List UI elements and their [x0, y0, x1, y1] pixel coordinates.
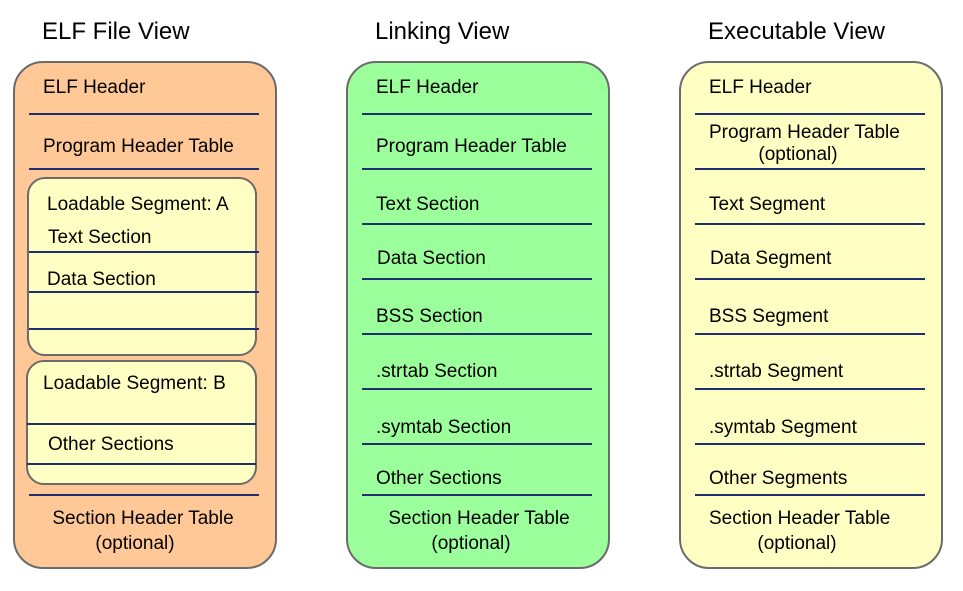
- exec-item: .strtab Segment: [709, 361, 844, 382]
- linking-item: .strtab Section: [376, 361, 498, 382]
- linking-item: Text Section: [376, 194, 480, 215]
- divider: [695, 278, 925, 280]
- section-header-table-label: Section Header Table: [52, 508, 234, 529]
- elf-header-label: ELF Header: [43, 77, 146, 98]
- linking-view-panel: [346, 61, 610, 569]
- divider: [27, 463, 256, 465]
- exec-section-header-table-label: Section Header Table: [709, 508, 891, 529]
- executable-view-title: Executable View: [708, 18, 885, 45]
- loadable-segment-a: [27, 177, 257, 356]
- divider: [362, 333, 592, 335]
- divider: [29, 494, 259, 496]
- exec-item: Data Segment: [710, 248, 832, 269]
- divider: [695, 168, 925, 170]
- divider: [29, 168, 259, 170]
- linking-item: .symtab Section: [376, 417, 512, 438]
- divider: [695, 388, 925, 390]
- linking-item: ELF Header: [376, 77, 479, 98]
- linking-item: Other Sections: [376, 468, 502, 489]
- linking-item: BSS Section: [376, 306, 483, 327]
- text-section-label: Text Section: [48, 227, 152, 248]
- divider: [362, 494, 592, 496]
- section-header-table-label: Section Header Table: [388, 508, 570, 529]
- exec-item: BSS Segment: [709, 306, 829, 327]
- divider: [29, 251, 259, 253]
- divider: [362, 113, 592, 115]
- exec-program-header-table-label: Program Header Table: [709, 122, 900, 143]
- elf-file-view-title: ELF File View: [42, 18, 190, 45]
- linking-item: Data Section: [377, 248, 486, 269]
- data-section-label: Data Section: [47, 269, 156, 290]
- linking-view-title: Linking View: [375, 18, 510, 45]
- optional-label: (optional): [431, 533, 511, 554]
- divider: [695, 113, 925, 115]
- divider: [695, 494, 925, 496]
- executable-view-panel: [679, 61, 943, 569]
- other-sections-label: Other Sections: [48, 434, 174, 455]
- divider: [362, 388, 592, 390]
- divider: [695, 333, 925, 335]
- divider: [29, 113, 259, 115]
- divider: [362, 278, 592, 280]
- program-header-table-label: Program Header Table: [43, 136, 234, 157]
- exec-item: .symtab Segment: [709, 417, 857, 438]
- divider: [695, 223, 925, 225]
- loadable-segment-a-label: Loadable Segment: A: [47, 194, 229, 215]
- loadable-segment-b-label: Loadable Segment: B: [43, 373, 226, 394]
- exec-item: Other Segments: [709, 468, 848, 489]
- divider: [29, 291, 259, 293]
- optional-label: (optional): [95, 533, 175, 554]
- divider: [695, 443, 925, 445]
- exec-program-header-optional: (optional): [758, 144, 838, 165]
- exec-optional-label: (optional): [757, 533, 837, 554]
- exec-elf-header-label: ELF Header: [709, 77, 812, 98]
- divider: [362, 168, 592, 170]
- divider: [27, 423, 256, 425]
- divider: [362, 443, 592, 445]
- divider: [362, 223, 592, 225]
- exec-item: Text Segment: [709, 194, 826, 215]
- linking-item: Program Header Table: [376, 136, 567, 157]
- divider: [29, 328, 259, 330]
